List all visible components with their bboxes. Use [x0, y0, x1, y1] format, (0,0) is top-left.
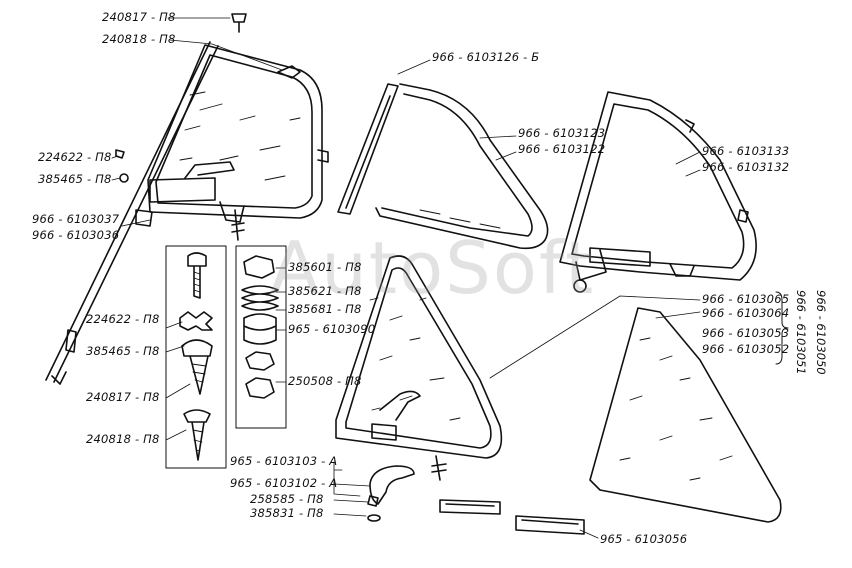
label-966-6103123: 966 - 6103123	[518, 126, 606, 140]
label-385681: 385681 - П8	[288, 302, 362, 316]
label-965-6103090: 965 - 6103090	[288, 322, 376, 336]
label-385621: 385621 - П8	[288, 284, 362, 298]
label-224622-mid: 224622 - П8	[86, 312, 160, 326]
fastener-panel-right	[235, 245, 287, 429]
label-224622-left: 224622 - П8	[38, 150, 112, 164]
right-frame	[559, 91, 757, 293]
vent-glass-right	[589, 307, 782, 523]
handle-parts	[367, 465, 585, 535]
label-240817-top: 240817 - П8	[102, 10, 176, 24]
label-966-6103065: 966 - 6103065	[702, 292, 790, 306]
label-385831: 385831 - П8	[250, 506, 324, 520]
label-966-6103051: 966 - 6103051	[794, 290, 808, 375]
leader-lines	[111, 17, 701, 539]
label-966-6103133: 966 - 6103133	[702, 144, 790, 158]
fastener-panel-left	[165, 245, 227, 469]
label-965-6103102-a: 965 - 6103102 - А	[230, 476, 338, 490]
label-966-6103053: 966 - 6103053	[702, 326, 790, 340]
label-966-6103052: 966 - 6103052	[702, 342, 790, 356]
label-966-6103064: 966 - 6103064	[702, 306, 790, 320]
label-385601: 385601 - П8	[288, 260, 362, 274]
frame-seal	[375, 83, 549, 250]
watermark: AutoSoft	[270, 226, 596, 310]
label-240818-mid: 240818 - П8	[86, 432, 160, 446]
label-965-6103056: 965 - 6103056	[600, 532, 688, 546]
label-966-6103036: 966 - 6103036	[32, 228, 120, 242]
label-250508: 250508 - П8	[288, 374, 362, 388]
label-966-6103050: 966 - 6103050	[814, 290, 828, 375]
label-385465-mid: 385465 - П8	[86, 344, 160, 358]
label-966-6103126-b: 966 - 6103126 - Б	[432, 50, 540, 64]
label-965-6103103-a: 965 - 6103103 - А	[230, 454, 338, 468]
weatherstrip-strip	[337, 83, 399, 215]
vent-glass-assembly	[335, 255, 503, 481]
label-385465-left: 385465 - П8	[38, 172, 112, 186]
label-240818-top: 240818 - П8	[102, 32, 176, 46]
label-966-6103122: 966 - 6103122	[518, 142, 606, 156]
label-258585: 258585 - П8	[250, 492, 324, 506]
left-vent-window-assembly	[45, 13, 329, 385]
label-966-6103132: 966 - 6103132	[702, 160, 790, 174]
label-966-6103037: 966 - 6103037	[32, 212, 120, 226]
label-240817-mid: 240817 - П8	[86, 390, 160, 404]
